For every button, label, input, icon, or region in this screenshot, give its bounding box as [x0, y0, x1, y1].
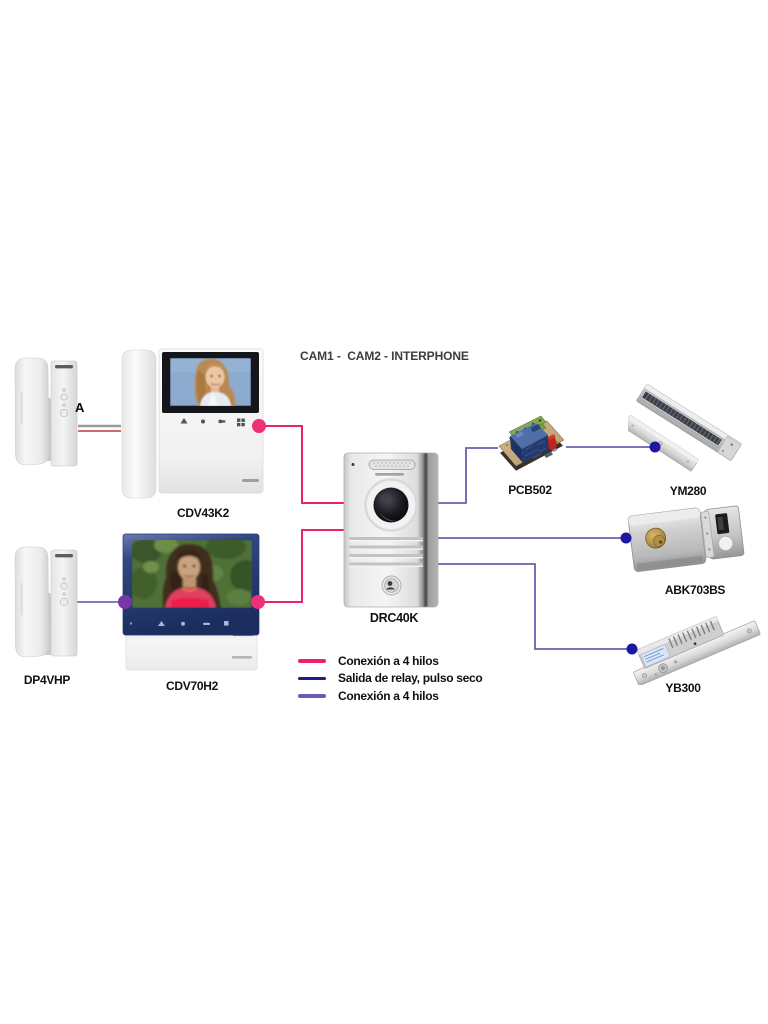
yb300-label: YB300 — [665, 681, 701, 695]
legend: Conexión a 4 hilos Salida de relay, puls… — [298, 652, 483, 705]
audio-interphone-top — [14, 356, 78, 468]
legend-item-navy: Salida de relay, pulso seco — [298, 670, 483, 688]
abk703bs-lock — [625, 498, 747, 582]
legend-label: Conexión a 4 hilos — [338, 653, 439, 668]
yb300-bolt-lock — [630, 610, 768, 685]
armature-plate — [628, 415, 699, 472]
wire-cdv43k2-drc40k — [259, 425, 344, 504]
speaker-grille — [368, 459, 416, 470]
legend-swatch-navy — [298, 676, 326, 680]
wire-drc40k-pcb502 — [438, 447, 498, 504]
legend-item-purple: Conexión a 4 hilos — [298, 687, 482, 705]
handset — [14, 357, 50, 466]
screen-image-blonde-woman — [170, 358, 251, 406]
drc40k-door-station — [343, 452, 439, 608]
pcb502-module — [495, 414, 571, 478]
louver-slots — [349, 537, 423, 567]
cdv70h2-monitor — [121, 531, 261, 671]
abk703bs-label: ABK703BS — [664, 583, 726, 597]
ym280-label: YM280 — [669, 484, 707, 498]
monitor-handset — [121, 349, 157, 499]
dot-yb300 — [626, 643, 638, 655]
dot-cdv70h2-right — [251, 595, 265, 609]
wire-drc40k-yb300 — [438, 563, 630, 650]
handset — [14, 546, 50, 658]
brand-strip — [55, 365, 73, 369]
magnet-body — [636, 384, 742, 462]
lock-body — [627, 507, 707, 572]
cdv43k2-label: CDV43K2 — [177, 506, 229, 520]
legend-item-pink: Conexión a 4 hilos — [298, 652, 482, 670]
strike-box — [700, 505, 745, 560]
relay-block — [510, 422, 549, 463]
dp4vhp-label: DP4VHP — [23, 673, 71, 687]
cropped-letter-a: A — [75, 400, 85, 415]
cdv43k2-monitor — [120, 348, 265, 500]
small-component — [544, 451, 553, 458]
dot-ym280 — [649, 441, 661, 453]
commax-logo — [242, 479, 259, 482]
legend-label: Conexión a 4 hilos — [338, 688, 439, 703]
touch-buttons — [158, 621, 229, 626]
dot-cdv43k2 — [252, 419, 266, 433]
wire-cdv70h2-drc40k — [258, 529, 344, 603]
pcb502-label: PCB502 — [508, 483, 552, 497]
diagram-title: CAM1 - CAM2 - INTERPHONE — [300, 349, 469, 363]
drc40k-label: DRC40K — [369, 611, 419, 625]
legend-swatch-purple — [298, 694, 326, 698]
ym280-maglock — [628, 381, 754, 473]
cdv70h2-label: CDV70H2 — [166, 679, 218, 693]
screen-image-brunette-woman — [132, 540, 252, 608]
legend-label: Salida de relay, pulso seco — [338, 671, 483, 686]
dot-cdv70h2-left — [118, 595, 132, 609]
grille-holes — [373, 462, 411, 467]
dot-abk703bs — [620, 532, 632, 544]
bolt-assembly — [633, 616, 761, 685]
touch-buttons — [180, 418, 245, 427]
dp4vhp-interphone — [14, 543, 78, 661]
commax-logo — [375, 473, 404, 476]
mic-hole — [351, 463, 355, 466]
legend-swatch-pink — [298, 659, 326, 663]
brand-strip — [55, 554, 73, 558]
commax-logo — [232, 656, 252, 659]
